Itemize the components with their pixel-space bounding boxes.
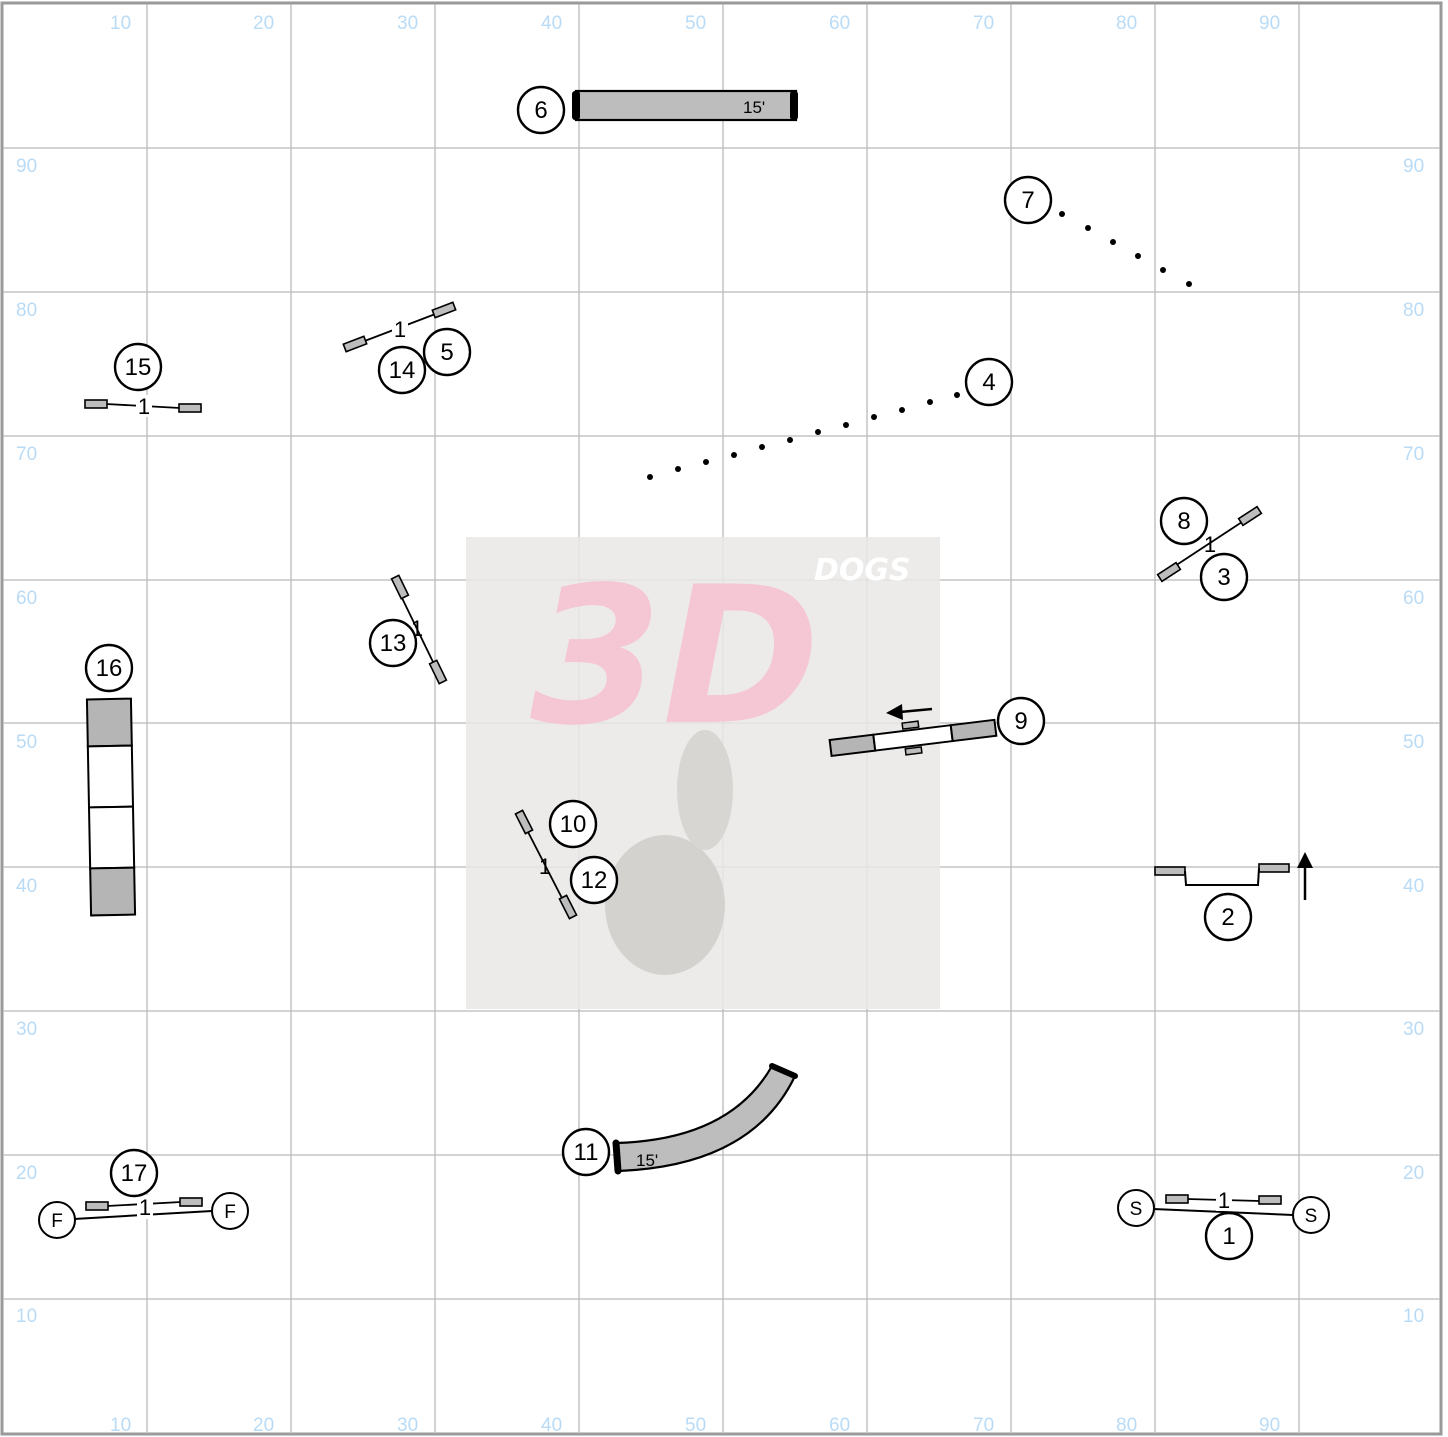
right-label: 10 [1403, 1306, 1424, 1327]
tunnel-6-length: 15' [743, 98, 765, 117]
obstacle-2-broad-jump[interactable]: 2 [1155, 852, 1313, 940]
obstacle-7-tire[interactable]: 7 [1005, 177, 1192, 287]
watermark-logo-3d: 3D [530, 546, 820, 767]
obstacle-number-16: 16 [96, 655, 123, 682]
top-label: 40 [541, 13, 562, 34]
bottom-label: 40 [541, 1415, 562, 1436]
left-label: 60 [16, 588, 37, 609]
right-scale: 90 80 70 60 50 40 30 20 10 [1403, 156, 1424, 1327]
left-label: 70 [16, 444, 37, 465]
left-label: 10 [16, 1306, 37, 1327]
obstacle-1-jump[interactable]: 1 1 S S [1118, 1188, 1329, 1259]
jump-height-mark: 1 [1218, 1188, 1230, 1213]
finish-marker-left: F [51, 1211, 63, 1232]
left-label: 50 [16, 732, 37, 753]
obstacle-number-7: 7 [1021, 187, 1034, 214]
right-label: 30 [1403, 1019, 1424, 1040]
obstacle-6-tunnel[interactable]: 15' 6 [518, 87, 798, 133]
bottom-label: 80 [1116, 1415, 1137, 1436]
top-label: 60 [829, 13, 850, 34]
jump-height-mark: 1 [138, 394, 150, 419]
right-label: 80 [1403, 300, 1424, 321]
obstacle-4-tire[interactable]: 4 [647, 359, 1012, 480]
obstacle-number-2: 2 [1221, 904, 1234, 931]
right-label: 50 [1403, 732, 1424, 753]
top-label: 50 [685, 13, 706, 34]
obstacle-16-dogwalk[interactable]: 16 [86, 645, 135, 915]
obstacle-15-jump[interactable]: 1 15 [85, 344, 201, 419]
right-label: 20 [1403, 1163, 1424, 1184]
bottom-label: 50 [685, 1415, 706, 1436]
watermark-dog-silhouette [605, 835, 725, 975]
tunnel-11-length: 15' [636, 1151, 658, 1170]
start-marker-right: S [1305, 1206, 1318, 1227]
right-label: 60 [1403, 588, 1424, 609]
bottom-label: 20 [253, 1415, 274, 1436]
obstacle-5-14-jump[interactable]: 1 5 14 [343, 302, 470, 393]
obstacle-3-8-jump[interactable]: 1 8 3 [1158, 498, 1262, 600]
obstacle-number-10: 10 [560, 811, 587, 838]
top-label: 70 [973, 13, 994, 34]
obstacle-number-5: 5 [440, 339, 453, 366]
left-label: 30 [16, 1019, 37, 1040]
obstacle-number-8: 8 [1177, 508, 1190, 535]
top-label: 80 [1116, 13, 1137, 34]
obstacle-number-14: 14 [389, 357, 416, 384]
start-marker-left: S [1130, 1199, 1143, 1220]
bottom-label: 30 [397, 1415, 418, 1436]
left-label: 80 [16, 300, 37, 321]
left-label: 20 [16, 1163, 37, 1184]
obstacle-number-1: 1 [1222, 1223, 1235, 1250]
bottom-label: 60 [829, 1415, 850, 1436]
right-label: 70 [1403, 444, 1424, 465]
obstacle-number-15: 15 [125, 354, 152, 381]
obstacle-number-13: 13 [380, 630, 407, 657]
obstacle-number-4: 4 [982, 369, 995, 396]
obstacle-number-3: 3 [1217, 564, 1230, 591]
top-label: 90 [1259, 13, 1280, 34]
jump-height-mark: 1 [394, 317, 406, 342]
obstacle-17-jump[interactable]: 1 17 F F [39, 1150, 248, 1238]
bottom-label: 70 [973, 1415, 994, 1436]
left-label: 40 [16, 876, 37, 897]
obstacle-number-12: 12 [581, 867, 608, 894]
left-scale: 90 80 70 60 50 40 30 20 10 [16, 156, 37, 1327]
bottom-label: 10 [110, 1415, 131, 1436]
watermark: 3D DOGS [466, 537, 940, 1009]
jump-height-mark: 1 [539, 854, 551, 879]
obstacle-number-9: 9 [1014, 708, 1027, 735]
top-label: 10 [110, 13, 131, 34]
obstacle-number-6: 6 [534, 97, 547, 124]
left-label: 90 [16, 156, 37, 177]
jump-height-mark: 1 [1204, 532, 1216, 557]
obstacle-number-11: 11 [574, 1139, 599, 1166]
jump-height-mark: 1 [139, 1195, 151, 1220]
watermark-logo-dogs: DOGS [814, 553, 911, 588]
top-scale: 10 20 30 40 50 60 70 80 90 [110, 13, 1280, 34]
obstacle-11-tunnel[interactable]: 15' 11 [563, 1066, 795, 1175]
top-label: 30 [397, 13, 418, 34]
right-label: 40 [1403, 876, 1424, 897]
right-label: 90 [1403, 156, 1424, 177]
obstacle-number-17: 17 [121, 1160, 148, 1187]
bottom-label: 90 [1259, 1415, 1280, 1436]
top-label: 20 [253, 13, 274, 34]
finish-marker-right: F [224, 1202, 236, 1223]
